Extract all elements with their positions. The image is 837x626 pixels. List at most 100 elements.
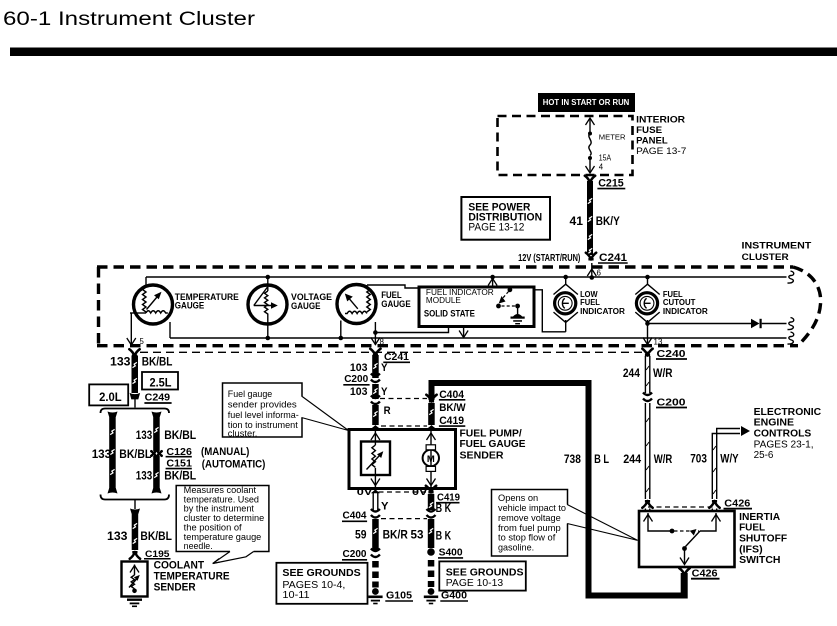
svg-text:B L: B L bbox=[594, 452, 609, 466]
svg-text:C195: C195 bbox=[145, 549, 170, 560]
svg-text:SENDER: SENDER bbox=[154, 582, 196, 594]
svg-text:GAUGE: GAUGE bbox=[175, 301, 205, 311]
svg-text:FUEL: FUEL bbox=[739, 523, 765, 534]
svg-text:C249: C249 bbox=[145, 393, 171, 404]
svg-text:133: 133 bbox=[136, 468, 153, 482]
svg-text:133: 133 bbox=[107, 529, 128, 543]
svg-text:temperature. Used: temperature. Used bbox=[184, 494, 259, 504]
svg-text:INDICATOR: INDICATOR bbox=[580, 306, 626, 316]
svg-text:133: 133 bbox=[92, 447, 112, 461]
svg-text:738: 738 bbox=[564, 452, 581, 466]
svg-text:ELECTRONIC: ELECTRONIC bbox=[754, 407, 822, 418]
svg-text:C426: C426 bbox=[724, 497, 750, 509]
svg-text:C241: C241 bbox=[599, 252, 627, 264]
svg-text:53: 53 bbox=[411, 527, 424, 541]
svg-text:10-11: 10-11 bbox=[282, 590, 309, 601]
svg-text:8: 8 bbox=[380, 338, 385, 347]
svg-text:FUEL: FUEL bbox=[381, 290, 402, 300]
svg-text:from fuel pump: from fuel pump bbox=[498, 522, 561, 533]
svg-text:PAGE 10-13: PAGE 10-13 bbox=[446, 578, 504, 589]
svg-text:Y: Y bbox=[381, 386, 388, 398]
svg-text:SENDER: SENDER bbox=[460, 450, 505, 461]
svg-text:R: R bbox=[384, 405, 391, 417]
svg-text:C200: C200 bbox=[344, 373, 368, 385]
svg-text:cluster to determine: cluster to determine bbox=[184, 513, 265, 523]
svg-text:C200: C200 bbox=[657, 396, 686, 408]
svg-text:gasoline.: gasoline. bbox=[498, 541, 534, 552]
svg-text:Y: Y bbox=[381, 501, 389, 513]
svg-text:BK/BL: BK/BL bbox=[164, 428, 196, 442]
svg-text:15A: 15A bbox=[599, 154, 612, 163]
svg-text:133: 133 bbox=[136, 428, 153, 442]
svg-text:C240: C240 bbox=[657, 348, 686, 360]
svg-text:103: 103 bbox=[350, 362, 368, 374]
svg-text:LOW: LOW bbox=[580, 289, 598, 299]
svg-text:TEMPERATURE: TEMPERATURE bbox=[175, 292, 239, 302]
svg-text:C419: C419 bbox=[437, 491, 460, 503]
svg-text:TEMPERATURE: TEMPERATURE bbox=[154, 571, 230, 583]
svg-text:PAGE 13-7: PAGE 13-7 bbox=[636, 146, 686, 157]
svg-text:HOT IN START OR RUN: HOT IN START OR RUN bbox=[543, 97, 630, 107]
svg-text:Fuel gauge: Fuel gauge bbox=[228, 389, 272, 400]
svg-text:Y: Y bbox=[381, 362, 388, 374]
svg-text:the position of: the position of bbox=[184, 522, 242, 532]
svg-text:CUTOUT: CUTOUT bbox=[663, 297, 696, 307]
svg-text:C200: C200 bbox=[343, 548, 367, 560]
svg-text:ENGINE: ENGINE bbox=[754, 417, 795, 428]
svg-text:FUSE: FUSE bbox=[636, 125, 662, 136]
svg-text:(AUTOMATIC): (AUTOMATIC) bbox=[202, 458, 266, 470]
svg-text:FUEL: FUEL bbox=[580, 297, 600, 307]
svg-text:12V (START/RUN): 12V (START/RUN) bbox=[518, 253, 580, 264]
svg-text:SOLID STATE: SOLID STATE bbox=[424, 308, 475, 318]
svg-text:(IFS): (IFS) bbox=[739, 545, 763, 556]
svg-text:BK/Y: BK/Y bbox=[596, 214, 620, 228]
svg-text:103: 103 bbox=[350, 386, 368, 398]
svg-text:C404: C404 bbox=[343, 510, 367, 522]
svg-text:BK/BL: BK/BL bbox=[142, 355, 173, 369]
svg-text:C151: C151 bbox=[166, 458, 192, 469]
svg-text:4: 4 bbox=[599, 163, 604, 172]
svg-text:PAGE 13-12: PAGE 13-12 bbox=[468, 222, 524, 234]
svg-text:60-1 Instrument Cluster: 60-1 Instrument Cluster bbox=[3, 9, 256, 30]
svg-text:FUEL INDICATOR: FUEL INDICATOR bbox=[426, 287, 494, 297]
svg-text:CONTROLS: CONTROLS bbox=[754, 428, 812, 439]
svg-text:C419: C419 bbox=[439, 415, 464, 427]
svg-text:13: 13 bbox=[654, 338, 663, 347]
svg-text:remove voltage: remove voltage bbox=[498, 512, 561, 523]
svg-text:PANEL: PANEL bbox=[636, 136, 668, 147]
svg-text:M: M bbox=[427, 454, 435, 465]
svg-text:FUEL: FUEL bbox=[663, 289, 683, 299]
svg-text:Measures coolant: Measures coolant bbox=[184, 485, 257, 495]
svg-text:C426: C426 bbox=[692, 568, 718, 580]
svg-text:5: 5 bbox=[140, 337, 145, 346]
svg-text:INERTIA: INERTIA bbox=[739, 512, 781, 523]
svg-text:SWITCH: SWITCH bbox=[739, 555, 780, 566]
svg-text:W/Y: W/Y bbox=[720, 451, 738, 465]
svg-text:PAGES 23-1,: PAGES 23-1, bbox=[754, 440, 814, 451]
svg-text:2.0L: 2.0L bbox=[99, 390, 122, 404]
svg-text:25-6: 25-6 bbox=[754, 450, 774, 461]
svg-text:sender provides: sender provides bbox=[228, 400, 297, 411]
svg-text:MODULE: MODULE bbox=[426, 295, 461, 305]
svg-text:FUEL GAUGE: FUEL GAUGE bbox=[460, 439, 526, 450]
svg-text:BK/BL: BK/BL bbox=[119, 447, 151, 461]
svg-text:by the instrument: by the instrument bbox=[184, 504, 255, 514]
svg-text:INTERIOR: INTERIOR bbox=[636, 115, 685, 126]
svg-text:W/R: W/R bbox=[653, 366, 673, 380]
svg-text:needle.: needle. bbox=[184, 541, 213, 551]
svg-text:B K: B K bbox=[436, 501, 452, 515]
svg-text:W/R: W/R bbox=[654, 452, 673, 466]
svg-text:703: 703 bbox=[690, 451, 707, 465]
svg-text:temperature gauge: temperature gauge bbox=[184, 532, 262, 542]
svg-text:vehicle impact to: vehicle impact to bbox=[498, 502, 566, 513]
svg-text:INDICATOR: INDICATOR bbox=[663, 306, 709, 316]
svg-text:(MANUAL): (MANUAL) bbox=[201, 446, 250, 458]
svg-text:S400: S400 bbox=[439, 547, 463, 559]
svg-text:fuel level informa-: fuel level informa- bbox=[228, 410, 299, 421]
svg-text:VOLTAGE: VOLTAGE bbox=[291, 292, 332, 302]
svg-text:133: 133 bbox=[110, 355, 131, 369]
svg-text:2.5L: 2.5L bbox=[150, 375, 172, 389]
svg-text:DISTRIBUTION: DISTRIBUTION bbox=[468, 212, 542, 224]
svg-text:BK/BL: BK/BL bbox=[164, 468, 196, 482]
svg-text:SEE GROUNDS: SEE GROUNDS bbox=[282, 568, 360, 579]
